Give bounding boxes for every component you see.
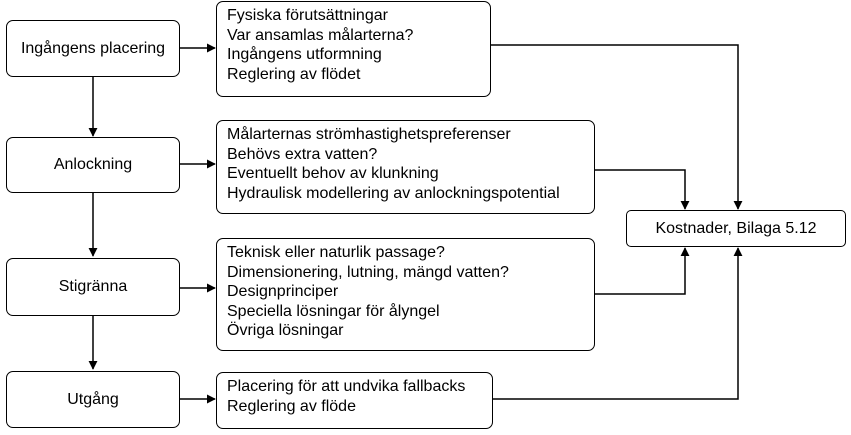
detail-box-stigranna: Teknisk eller naturlik passage? Dimensio…: [216, 238, 595, 351]
detail-line: Fysiska förutsättningar: [227, 7, 388, 24]
detail-line: Ingångens utformning: [227, 46, 382, 64]
detail-line: Placering för att undvika fallbacks: [227, 378, 466, 395]
result-box-kostnader: Kostnader, Bilaga 5.12: [626, 210, 846, 247]
connector-ingang-detail-to-result: [490, 44, 743, 210]
stage-label: Utgång: [67, 390, 119, 408]
detail-line: Behövs extra vatten?: [227, 145, 378, 163]
detail-line: Reglering av flödet: [227, 65, 361, 83]
detail-line: Målarternas strömhastighetspreferenser: [227, 126, 511, 143]
stage-label: Ingångens placering: [20, 39, 166, 57]
detail-box-ingang: Fysiska förutsättningar Var ansamlas mål…: [216, 1, 491, 97]
detail-line: Var ansamlas målarterna?: [227, 26, 414, 44]
connector-anlockning-detail-to-result: [594, 169, 690, 210]
detail-box-utgang: Placering för att undvika fallbacks Regl…: [216, 372, 493, 429]
stage-box-stigranna: Stigränna: [6, 258, 180, 316]
connector-stigranna-detail-to-result: [594, 247, 690, 295]
detail-line: Hydraulisk modellering av anlockningspot…: [227, 184, 560, 202]
detail-line: Reglering av flöde: [227, 397, 356, 415]
detail-line: Dimensionering, lutning, mängd vatten?: [227, 263, 509, 281]
detail-line: Designprinciper: [227, 283, 339, 301]
stage-box-utgang: Utgång: [6, 371, 180, 428]
detail-line: Speciella lösningar för ålyngel: [227, 302, 440, 320]
detail-line: Övriga lösningar: [227, 322, 344, 340]
stage-label: Anlockning: [53, 156, 133, 173]
stage-label: Stigränna: [58, 278, 128, 295]
detail-line: Teknisk eller naturlik passage?: [227, 244, 445, 261]
detail-box-anlockning: Målarternas strömhastighetspreferenser B…: [216, 120, 595, 214]
detail-line: Eventuellt behov av klunkning: [227, 165, 439, 183]
stage-box-ingang: Ingångens placering: [6, 20, 180, 77]
connector-utgang-detail-to-result: [492, 247, 743, 400]
stage-box-anlockning: Anlockning: [6, 137, 180, 193]
result-label: Kostnader, Bilaga 5.12: [655, 219, 817, 237]
